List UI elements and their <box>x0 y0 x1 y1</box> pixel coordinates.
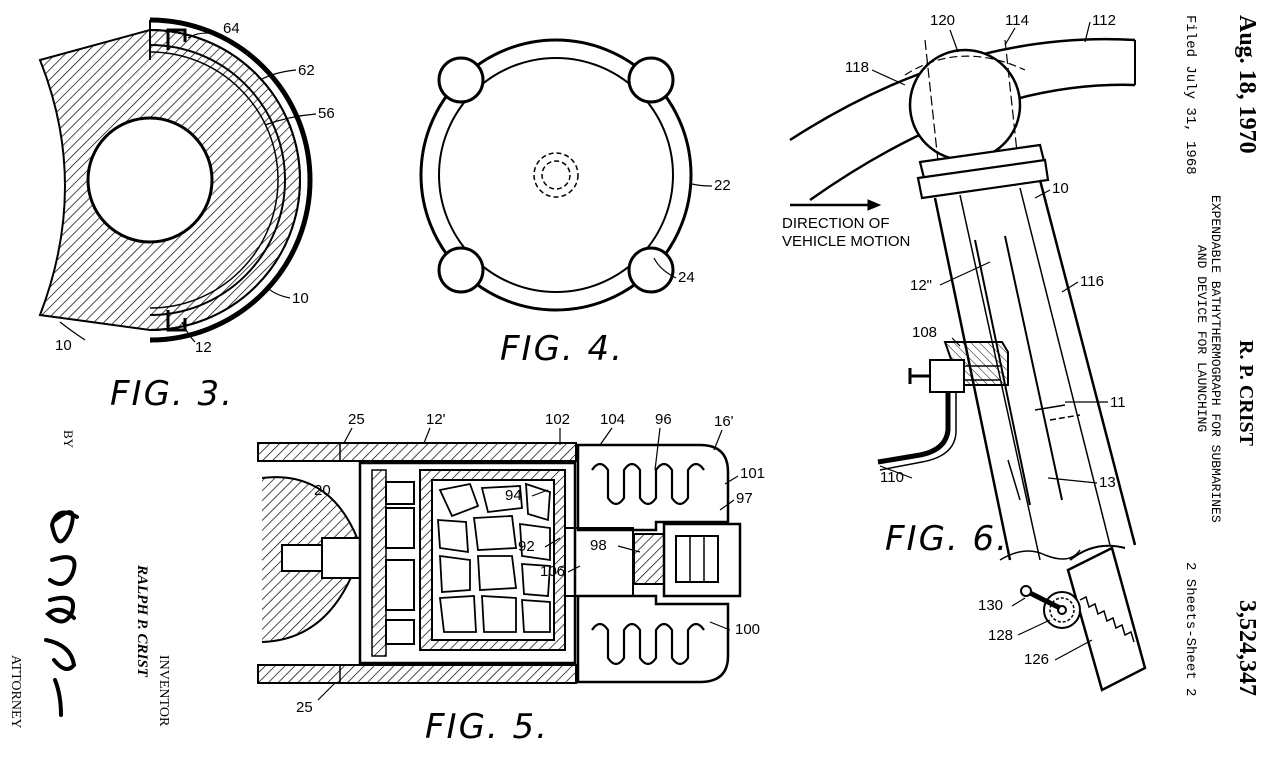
fig6-label-118: 118 <box>845 59 869 76</box>
fig6-label-130: 130 <box>978 597 1003 614</box>
signature-attorney-label: ATTORNEY <box>8 655 23 729</box>
fig3-label-12: 12 <box>195 339 212 356</box>
fig6-label-120: 120 <box>930 12 955 29</box>
fig5-label-97: 97 <box>736 490 753 507</box>
fig3-label-64: 64 <box>223 20 240 37</box>
fig6-leaders <box>871 21 1108 661</box>
header-date: Aug. 18, 1970 <box>1234 15 1260 154</box>
fig4-leaders <box>653 183 713 279</box>
fig3-label-10-right: 10 <box>292 290 309 307</box>
fig5-label-16prime: 16' <box>714 413 734 430</box>
fig5-label-100: 100 <box>735 621 760 638</box>
fig6-label-13: 13 <box>1099 474 1116 491</box>
fig3-leaders <box>59 32 317 343</box>
header-inventor: R. P. CRIST <box>1235 340 1257 447</box>
fig5-longitudinal-section <box>257 442 742 684</box>
fig6-label-128: 128 <box>988 627 1013 644</box>
fig3-label-62: 62 <box>298 62 315 79</box>
fig6-label-126: 126 <box>1024 651 1049 668</box>
fig3-label-56: 56 <box>318 105 335 122</box>
fig5-label-101: 101 <box>740 465 765 482</box>
header-filed-date: Filed July 31, 1968 <box>1182 15 1198 175</box>
fig6-label-11: 11 <box>1110 394 1126 411</box>
fig5-label-94: 94 <box>505 487 522 504</box>
fig6-label-116: 116 <box>1080 273 1104 290</box>
fig6-label-10: 10 <box>1052 180 1069 197</box>
fig4-caption: FIG. 4. <box>500 329 624 369</box>
fig6-label-110: 110 <box>880 469 904 486</box>
fig5-label-96: 96 <box>655 411 672 428</box>
fig6-label-108: 108 <box>912 324 937 341</box>
fig4-label-22: 22 <box>714 177 731 194</box>
fig5-label-20: 20 <box>314 482 331 499</box>
header-title-line2: AND DEVICE FOR LAUNCHING <box>1194 245 1209 432</box>
fig5-label-104: 104 <box>600 411 625 428</box>
fig6-label-114: 114 <box>1005 12 1029 29</box>
fig3-caption: FIG. 3. <box>110 374 234 414</box>
fig5-label-92: 92 <box>518 538 535 555</box>
header-title-line1: EXPENDABLE BATHYTHERMOGRAPH FOR SUBMARIN… <box>1208 195 1223 523</box>
fig5-caption: FIG. 5. <box>425 707 549 747</box>
fig6-launcher-assembly <box>789 37 1147 692</box>
fig6-label-12doubleprime: 12" <box>910 277 932 294</box>
attorney-signature <box>44 510 79 717</box>
fig4-disk <box>419 38 693 312</box>
fig4-label-24: 24 <box>678 269 695 286</box>
signature-by: BY <box>61 430 76 449</box>
signature-inventor-label: INVENTOR <box>156 655 171 727</box>
fig5-label-106: 106 <box>540 563 565 580</box>
fig6-caption: FIG. 6. <box>885 519 1009 559</box>
header-patent-number: 3,524,347 <box>1234 600 1260 696</box>
fig5-label-102: 102 <box>545 411 570 428</box>
fig3-cross-section <box>38 17 313 343</box>
fig5-label-12prime: 12' <box>426 411 446 428</box>
fig5-label-25-bottom: 25 <box>296 699 313 716</box>
fig3-label-10-left: 10 <box>55 337 72 354</box>
fig5-label-98: 98 <box>590 537 607 554</box>
fig6-direction-line2: VEHICLE MOTION <box>782 233 910 250</box>
fig5-leaders <box>317 427 739 701</box>
fig6-direction-line1: DIRECTION OF <box>782 215 890 232</box>
fig6-label-112: 112 <box>1092 12 1116 29</box>
fig5-label-25-top: 25 <box>348 411 365 428</box>
signature-inventor-name: RALPH P. CRIST <box>134 564 150 678</box>
header-sheets: 2 Sheets-Sheet 2 <box>1182 562 1198 696</box>
